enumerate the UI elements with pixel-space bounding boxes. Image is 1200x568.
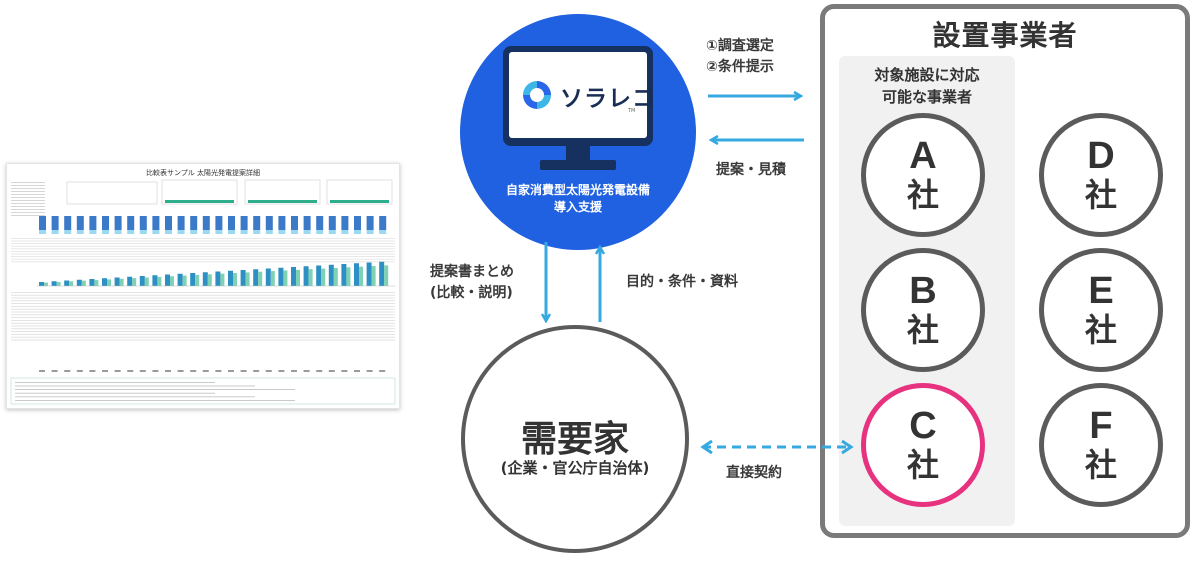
company-e-circle: E 社 [1039,248,1163,372]
capable-label-line1: 対象施設に対応 [874,66,980,84]
company-suffix: 社 [1084,176,1117,214]
sheet-title: 比較表サンプル 太陽光発電提案詳細 [145,169,260,177]
monitor-screen [509,52,647,138]
company-letter: D [1087,135,1115,177]
capable-label-line2: 可能な事業者 [881,88,972,106]
company-f-circle: F 社 [1039,383,1163,507]
flow-label-to-consumer: 提案書まとめ (比較・説明) [430,262,514,304]
company-suffix: 社 [1084,446,1117,484]
trademark-mark: TM [628,108,636,114]
monitor-stand [566,146,590,162]
comparison-sheet-image: 比較表サンプル 太陽光発電提案詳細 [6,163,400,409]
flow-label-line: ②条件提示 [706,59,774,75]
flow-label-line: ①調査選定 [706,38,774,54]
installers-title: 設置事業者 [932,19,1078,52]
flow-label-from-consumer: 目的・条件・資料 [626,274,738,290]
company-b-circle: B 社 [861,248,985,372]
company-c-circle: C 社 [861,383,985,507]
company-suffix: 社 [906,311,939,349]
company-letter: C [909,405,937,447]
consumer-subtitle: (企業・官公庁自治体) [500,459,650,477]
hub-label-line1: 自家消費型太陽光発電設備 [505,183,650,197]
monitor-stand-base [540,160,616,170]
company-letter: B [909,270,937,312]
soralco-logo-icon [523,81,551,109]
sheet-grid-graphic [10,179,396,405]
company-suffix: 社 [1084,311,1117,349]
consumer-circle [461,325,689,553]
company-d-circle: D 社 [1039,113,1163,237]
hub-label-line2: 導入支援 [553,200,602,214]
arrowhead-direct-left [700,439,713,455]
consumer-title: 需要家 [520,419,629,460]
hub-label: 自家消費型太陽光発電設備 導入支援 [486,182,670,216]
company-a-circle: A 社 [861,113,985,237]
company-suffix: 社 [906,446,939,484]
company-suffix: 社 [906,176,939,214]
flow-label-line: (比較・説明) [430,285,513,301]
company-letter: E [1088,270,1114,312]
flow-label-direct-contract: 直接契約 [726,465,782,481]
company-letter: F [1089,405,1113,447]
flow-label-line: 提案書まとめ [430,264,514,280]
flow-label-from-installers: 提案・見積 [716,162,786,178]
capable-installers-label: 対象施設に対応 可能な事業者 [839,64,1015,108]
company-letter: A [909,135,937,177]
arrowhead-direct-right [841,439,854,455]
flow-label-to-installers: ①調査選定 ②条件提示 [706,36,774,78]
brand-name: ソラレコ [560,86,656,112]
